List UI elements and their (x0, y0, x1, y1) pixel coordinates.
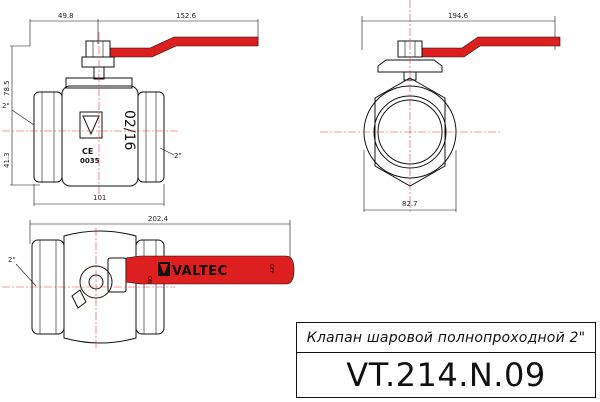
dim-152-6: 152.6 (176, 12, 197, 20)
marking-size: 02/16 (121, 110, 137, 150)
dim-41-3: 41.3 (3, 152, 11, 168)
front-view: 49.8 152.6 78.5 41.3 2" 2" (2, 12, 259, 206)
thread-left-label: 2" (2, 102, 10, 110)
handle-front (109, 36, 259, 58)
cert-number: 0035 (80, 157, 100, 165)
body-right-end (137, 91, 165, 183)
dim-202-4: 202.4 (148, 215, 169, 223)
handle-on-mark: ON (146, 276, 152, 284)
dim-49-8: 49.8 (58, 12, 74, 20)
dim-78-5: 78.5 (3, 80, 11, 96)
handle-off-mark: OFF (268, 264, 274, 274)
logo-frame (79, 111, 103, 139)
dim-194-6: 194.6 (448, 12, 469, 20)
valtec-brand: VALTEC (172, 264, 228, 279)
body-left-end (33, 91, 63, 183)
title-code: VT.214.N.09 (346, 356, 546, 394)
thread-bottom-label: 2" (8, 256, 16, 264)
plan-body (63, 230, 137, 344)
dim-101: 101 (93, 194, 106, 202)
handle-side (421, 36, 561, 58)
plan-nut (71, 289, 87, 309)
title-name: Клапан шаровой полнопроходной 2" (297, 323, 595, 353)
ce-mark: CE (82, 147, 93, 156)
thread-right-label: 2" (174, 152, 182, 160)
dim-82-7: 82.7 (402, 200, 418, 208)
title-block: Клапан шаровой полнопроходной 2" VT.214.… (296, 322, 596, 398)
side-view: 194.6 82.7 (320, 0, 561, 212)
logo-triangle (82, 115, 100, 136)
plan-view: 202.4 2" ON OFF VALTEC (2, 215, 295, 348)
